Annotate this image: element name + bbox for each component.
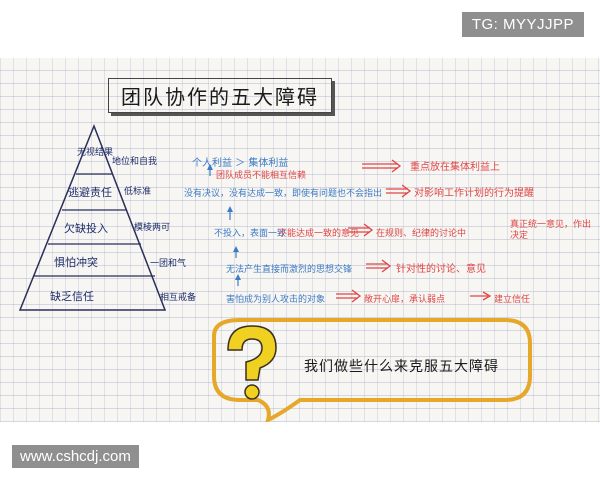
watermark-top: TG: MYYJJPP: [461, 12, 584, 37]
question-mark-icon: [227, 325, 277, 400]
pyramid-side-5: 相互戒备: [160, 293, 197, 303]
pyramid-side-4: 一团和气: [150, 259, 187, 269]
pyramid-level-5-label: 缺乏信任: [50, 290, 94, 303]
pyramid-level-4-label: 惧怕冲突: [54, 256, 98, 269]
note-row5-red-end: 建立信任: [494, 295, 531, 305]
note-row2-red: 对影响工作计划的行为提醒: [414, 188, 534, 199]
watermark-bottom: www.cshcdj.com: [12, 445, 139, 468]
note-row5-blue: 害怕成为别人攻击的对象: [226, 295, 326, 305]
note-row3-blue-b: 不能达成一致的意见: [278, 229, 360, 239]
note-row4-red: 针对性的讨论、意见: [396, 264, 486, 275]
note-row3-red-right: 真正统一意见，作出决定: [510, 220, 592, 241]
pyramid-side-2: 低标准: [124, 187, 152, 197]
note-row3-red: 在规则、纪律的讨论中: [376, 229, 467, 239]
note-row1-blue-sub: 团队成员不能相互信赖: [216, 171, 307, 181]
note-row3-blue-a: 不投入，表面一致: [214, 229, 287, 239]
notebook-page: 团队协作的五大障碍: [0, 58, 600, 422]
pyramid-level-2-label: 逃避责任: [68, 186, 112, 199]
note-row4-blue: 无法产生直接而激烈的思想交锋: [226, 265, 353, 275]
pyramid-level-3-label: 欠缺投入: [64, 222, 108, 235]
pyramid-diagram: [18, 123, 532, 422]
pyramid-level-1-label: 无视结果: [77, 148, 114, 158]
note-row1-blue: 个人利益 ＞ 集体利益: [192, 158, 289, 169]
page-title: 团队协作的五大障碍: [108, 78, 332, 113]
bubble-caption: 我们做些什么来克服五大障碍: [304, 359, 499, 375]
pyramid-side-3: 模棱两可: [134, 223, 171, 233]
note-row2-blue: 没有决议，没有达成一致，即使有问题也不会指出: [184, 189, 383, 199]
note-row5-red: 敞开心扉，承认弱点: [364, 295, 446, 305]
question-bubble: [212, 318, 532, 422]
note-row1-red: 重点放在集体利益上: [410, 162, 500, 173]
pyramid-side-1: 地位和自我: [112, 157, 158, 167]
